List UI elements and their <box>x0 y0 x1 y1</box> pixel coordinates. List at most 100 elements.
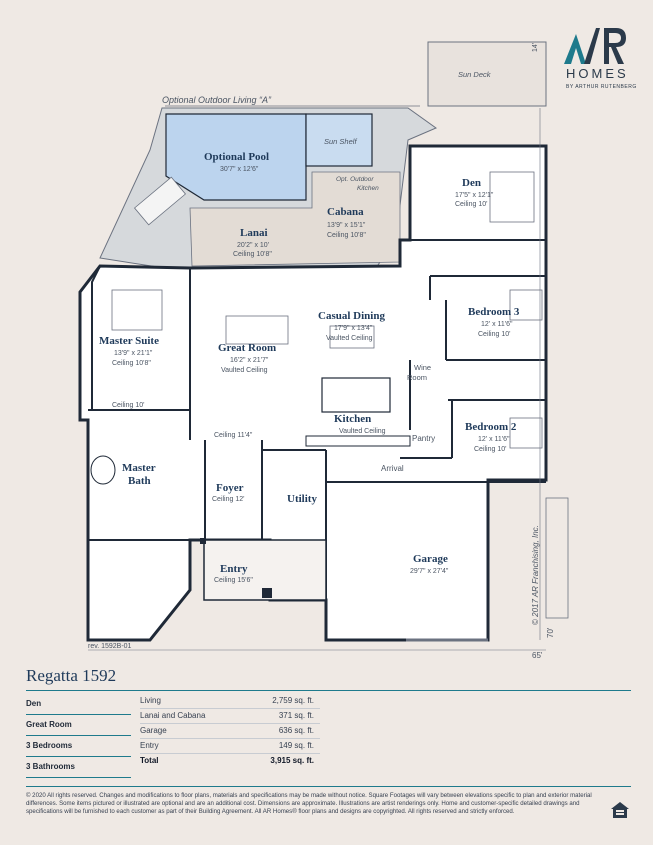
great-room-title: Great Room <box>218 342 276 354</box>
great-room-dim: 16'2" x 21'7" <box>230 357 269 364</box>
entry-title: Entry <box>220 563 248 575</box>
hall-ceiling: Ceiling 11'4" <box>214 432 253 439</box>
lanai-ceiling: Ceiling 10'8" <box>233 251 272 258</box>
bedroom3-bed <box>509 289 543 321</box>
arrival-label: Arrival <box>381 464 404 473</box>
area-label: Garage <box>140 726 167 735</box>
dining-table <box>329 325 375 349</box>
area-label: Entry <box>140 741 159 750</box>
den-sofa <box>489 171 535 223</box>
square-footage-table: Living 2,759 sq. ft. Lanai and Cabana 371 … <box>140 694 320 768</box>
ar-homes-logo: HOMES BY ARTHUR RUTENBERG <box>560 22 640 94</box>
title-divider <box>26 690 631 691</box>
lanai-dim: 20'2" x 10' <box>237 242 269 249</box>
bathtub <box>90 455 116 485</box>
floor-plan: Optional Outdoor Living “A” Sun Deck 14'… <box>78 41 569 660</box>
area-label: Total <box>140 756 159 765</box>
feature-item: 3 Bathrooms <box>26 757 131 778</box>
great-room-ceiling: Vaulted Ceiling <box>221 367 268 374</box>
features-list: Den Great Room 3 Bedrooms 3 Bathrooms <box>26 694 131 778</box>
area-row: Living 2,759 sq. ft. <box>140 694 320 709</box>
column <box>200 538 206 544</box>
sun-shelf-label: Sun Shelf <box>324 137 357 146</box>
master-bath-title-1: Master <box>122 462 156 474</box>
area-row-total: Total 3,915 sq. ft. <box>140 754 320 768</box>
master-suite-dim: 13'9" x 21'1" <box>114 350 153 357</box>
cabana-ceiling: Ceiling 10'8" <box>327 232 366 239</box>
footer-divider <box>26 786 631 787</box>
kitchen-counter <box>305 435 411 447</box>
bedroom3-ceiling: Ceiling 10' <box>478 331 510 338</box>
sofa <box>225 315 289 345</box>
sun-shelf-shape <box>305 113 373 167</box>
width-dim-label: 65' <box>532 651 543 660</box>
bedroom2-ceiling: Ceiling 10' <box>474 446 506 453</box>
area-row: Lanai and Cabana 371 sq. ft. <box>140 709 320 724</box>
casual-dining-ceiling: Vaulted Ceiling <box>326 335 373 342</box>
pantry-label: Pantry <box>412 434 435 443</box>
garage-title: Garage <box>413 553 448 565</box>
equal-housing-icon <box>611 802 629 818</box>
cabana-dim: 13'9" x 15'1" <box>327 222 366 229</box>
area-value: 149 sq. ft. <box>278 741 314 750</box>
area-row: Garage 636 sq. ft. <box>140 724 320 739</box>
area-value: 371 sq. ft. <box>278 711 314 720</box>
master-bed <box>111 289 163 331</box>
kitchen-island <box>321 377 391 413</box>
casual-dining-dim: 17'9" x 13'4" <box>334 325 373 332</box>
legal-disclaimer: © 2020 All rights reserved. Changes and … <box>26 792 592 816</box>
side-stoop <box>545 497 569 619</box>
sun-deck-area <box>427 41 547 107</box>
outdoor-kitchen-label-2: Kitchen <box>357 185 379 192</box>
casual-dining-title: Casual Dining <box>318 310 385 322</box>
feature-item: Great Room <box>26 715 131 736</box>
wine-room-label-1: Wine <box>414 363 431 372</box>
outdoor-kitchen-label-1: Opt. Outdoor <box>336 176 374 183</box>
den-ceiling: Ceiling 10' <box>455 201 487 208</box>
master-closet-ceiling: Ceiling 10' <box>112 402 144 409</box>
master-bath-title-2: Bath <box>128 475 151 487</box>
master-suite-ceiling: Ceiling 10'8" <box>112 360 151 367</box>
lanai-floor <box>189 171 401 267</box>
ar-logo-mark <box>564 28 626 64</box>
bedroom3-title: Bedroom 3 <box>468 306 520 318</box>
wine-room-label-2: Room <box>407 373 427 382</box>
entry-ceiling: Ceiling 15'6" <box>214 577 253 584</box>
outdoor-living-label: Optional Outdoor Living “A” <box>162 95 272 105</box>
area-value: 3,915 sq. ft. <box>270 756 314 765</box>
den-title: Den <box>462 177 481 189</box>
sun-deck-label: Sun Deck <box>458 70 492 79</box>
area-label: Lanai and Cabana <box>140 711 206 720</box>
area-value: 2,759 sq. ft. <box>272 696 314 705</box>
pool-dim: 30'7" x 12'6" <box>220 166 259 173</box>
garage-dim: 29'7" x 27'4" <box>410 568 449 575</box>
lanai-title: Lanai <box>240 227 268 239</box>
foyer-ceiling: Ceiling 12' <box>212 496 244 503</box>
pool-title: Optional Pool <box>204 151 269 163</box>
den-dim: 17'5" x 12'1" <box>455 192 494 199</box>
bedroom2-bed <box>509 417 543 449</box>
kitchen-title: Kitchen <box>334 413 371 425</box>
feature-item: Den <box>26 694 131 715</box>
area-label: Living <box>140 696 161 705</box>
homes-wordmark: HOMES <box>566 66 629 81</box>
cabana-title: Cabana <box>327 206 364 218</box>
foyer-title: Foyer <box>216 482 244 494</box>
revision-label: rev. 1592B-01 <box>88 643 132 650</box>
logo-byline: BY ARTHUR RUTENBERG <box>566 84 637 90</box>
kitchen-ceiling: Vaulted Ceiling <box>339 428 386 435</box>
lounge-chair <box>133 176 187 226</box>
model-title: Regatta 1592 <box>26 666 117 685</box>
feature-item: 3 Bedrooms <box>26 736 131 757</box>
utility-title: Utility <box>287 493 317 505</box>
bedroom2-dim: 12' x 11'6" <box>478 436 510 443</box>
bedroom3-dim: 12' x 11'6" <box>481 321 513 328</box>
pool-shape <box>165 113 307 201</box>
column <box>262 588 272 598</box>
area-row: Entry 149 sq. ft. <box>140 739 320 754</box>
area-value: 636 sq. ft. <box>278 726 314 735</box>
master-suite-title: Master Suite <box>99 335 159 347</box>
depth-dim-label: 70' <box>546 627 555 638</box>
bedroom2-title: Bedroom 2 <box>465 421 517 433</box>
sundeck-dim-label: 14' <box>532 43 539 52</box>
